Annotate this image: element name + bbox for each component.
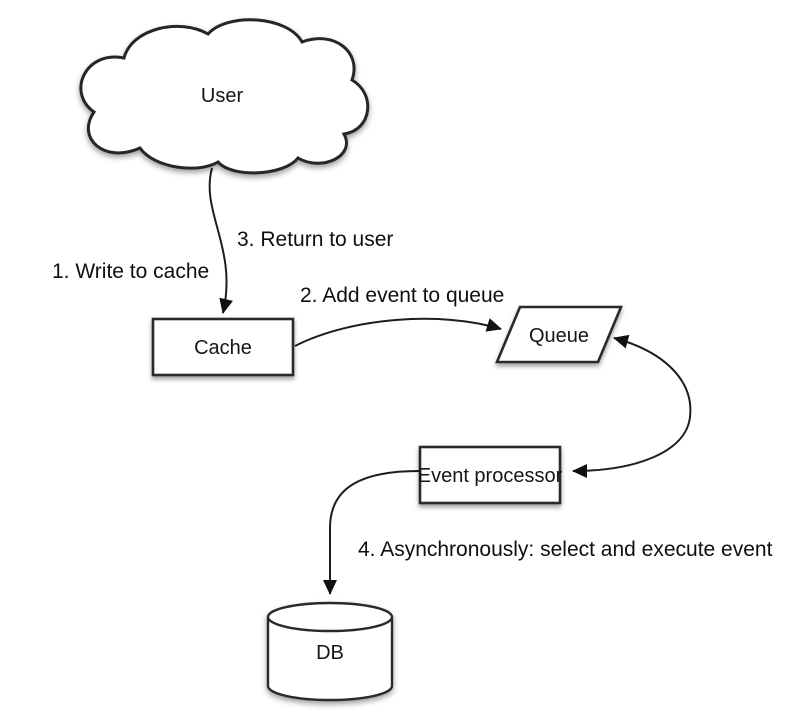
queue-node: Queue bbox=[495, 305, 623, 364]
cloud-shape bbox=[79, 18, 370, 175]
queue-label: Queue bbox=[529, 325, 589, 347]
cache-node: Cache bbox=[151, 317, 295, 377]
user-cloud-node: User bbox=[79, 18, 370, 175]
event-processor-node: Event processor bbox=[418, 445, 563, 505]
event-processor-label: Event processor bbox=[418, 465, 563, 487]
step-label-1: 1. Write to cache bbox=[52, 260, 209, 283]
db-cylinder-top bbox=[266, 601, 394, 633]
queue-parallelogram bbox=[495, 305, 623, 364]
edge-cache-to-queue bbox=[294, 317, 502, 347]
edge-event-processor-to-db bbox=[323, 470, 420, 595]
db-label: DB bbox=[316, 642, 344, 664]
user-label: User bbox=[201, 85, 244, 107]
edge-queue-event-processor-bidirectional bbox=[572, 334, 692, 478]
step-label-4: 4. Asynchronously: select and execute ev… bbox=[358, 538, 773, 561]
event-processor-box bbox=[418, 445, 562, 505]
cache-label: Cache bbox=[194, 337, 252, 359]
db-node: DB bbox=[266, 601, 394, 702]
edge-user-to-cache bbox=[208, 167, 233, 314]
step-label-3: 3. Return to user bbox=[237, 228, 393, 251]
cache-box bbox=[151, 317, 295, 377]
step-label-2: 2. Add event to queue bbox=[300, 284, 504, 307]
db-cylinder-body bbox=[266, 617, 394, 702]
